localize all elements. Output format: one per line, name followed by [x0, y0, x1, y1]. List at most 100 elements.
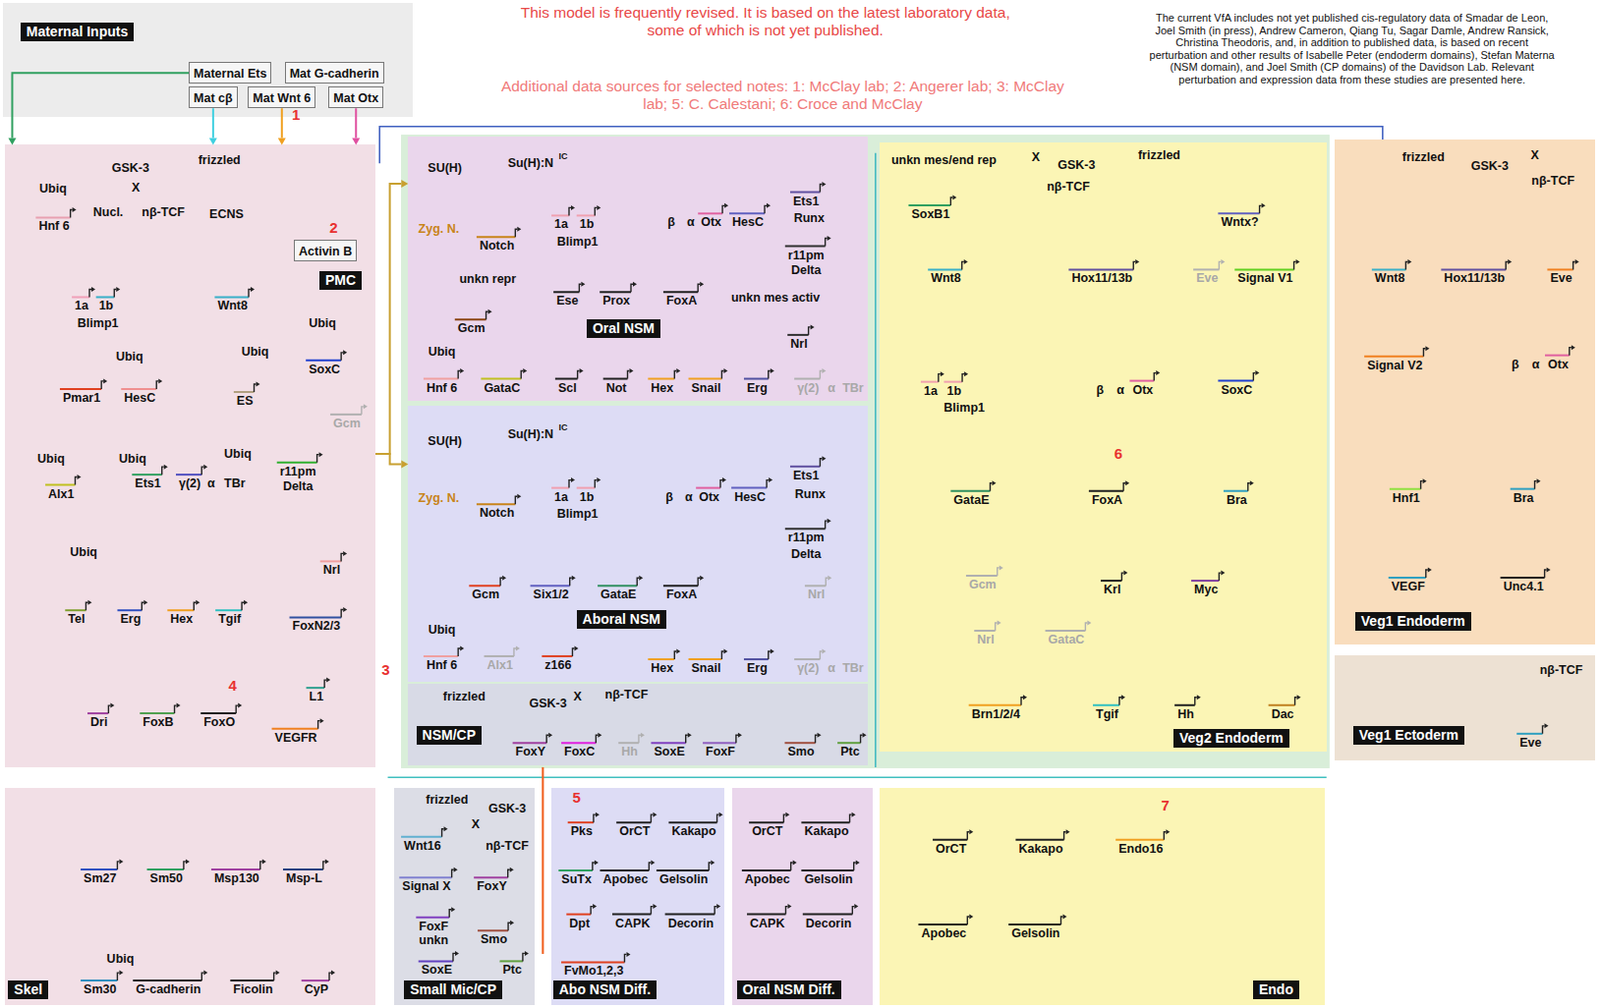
gene-label: Erg — [119, 612, 141, 627]
gene-symbol — [950, 197, 953, 206]
input-box: Activin B — [293, 239, 357, 262]
factor-label: TBr — [224, 476, 246, 491]
gene-symbol — [1163, 832, 1166, 841]
gene-symbol — [1135, 259, 1140, 265]
gene-label: Wnt8 — [217, 298, 248, 313]
gene-symbol — [1542, 726, 1545, 735]
gene-symbol — [592, 904, 597, 910]
gene-symbol — [576, 487, 596, 490]
gene-symbol — [593, 814, 596, 823]
gene-symbol — [522, 368, 527, 374]
arrow-head — [7, 137, 16, 145]
gene-symbol — [561, 961, 625, 964]
arrow-head — [209, 137, 218, 145]
factor-label: Blimp1 — [557, 234, 599, 249]
gene-symbol — [1015, 839, 1064, 842]
note-text: Additional data sources for selected not… — [486, 77, 1079, 114]
gene-symbol — [1428, 567, 1432, 572]
gene-symbol — [162, 466, 165, 475]
gene-symbol — [724, 203, 729, 209]
gene-label: Decorin — [805, 916, 853, 931]
gene-symbol — [852, 812, 857, 818]
gene-symbol — [856, 859, 860, 865]
gene-symbol — [116, 609, 142, 612]
gene-label: Unc4.1 — [1503, 579, 1544, 594]
gene-symbol — [1195, 697, 1198, 706]
gene-symbol — [597, 733, 602, 739]
gene-symbol — [594, 859, 599, 865]
gene-label: Apobec — [744, 872, 791, 887]
gene-label: Tel — [67, 612, 85, 627]
gene-symbol — [486, 311, 489, 320]
callout-number: 4 — [228, 678, 237, 694]
gene-symbol — [808, 327, 811, 336]
gene-symbol — [167, 609, 194, 612]
gene-symbol — [1234, 268, 1294, 271]
gene-symbol — [785, 527, 826, 530]
gene-symbol — [938, 374, 941, 383]
gene-symbol — [520, 371, 523, 380]
gene-symbol — [821, 181, 826, 187]
gene-symbol — [791, 862, 794, 871]
gene-label: FoxY — [515, 744, 547, 759]
factor-label: nβ-TCF — [485, 839, 529, 854]
gene-symbol — [451, 907, 456, 913]
gene-label: FoxF — [705, 744, 736, 759]
gene-symbol — [638, 575, 643, 581]
gene-label: Endo16 — [1118, 842, 1163, 857]
gene-symbol — [1389, 488, 1422, 491]
region-title: Veg2 Endoderm — [1173, 729, 1290, 748]
gene-symbol — [1250, 480, 1255, 486]
gene-label: Gelsolin — [1011, 926, 1060, 941]
gene-symbol — [784, 742, 815, 744]
gene-symbol — [815, 735, 818, 743]
signal-connector — [354, 108, 357, 138]
gene-label: Wntx? — [1220, 215, 1258, 229]
factor-label: TBr — [842, 381, 864, 396]
gene-symbol — [571, 648, 574, 657]
gene-symbol — [1123, 483, 1126, 492]
gene-symbol — [243, 600, 248, 606]
gene-symbol — [541, 655, 572, 658]
gene-symbol — [729, 212, 765, 215]
gene-label: 1b — [579, 490, 595, 505]
gene-label: Bra — [1513, 491, 1535, 506]
input-box: Mat cβ — [188, 86, 238, 109]
gene-label: Smo — [787, 744, 814, 759]
gene-symbol — [185, 858, 190, 864]
gene-label: 1b — [579, 217, 595, 231]
gene-symbol — [1516, 733, 1543, 736]
gene-symbol — [804, 584, 826, 587]
gene-symbol — [1115, 839, 1164, 842]
region-panel: Small Mic/CPfrizzledGSK-3Xnβ-TCFWnt16Sig… — [394, 788, 535, 1006]
gene-symbol — [1505, 261, 1508, 270]
gene-symbol — [674, 651, 677, 660]
gene-symbol — [967, 832, 970, 841]
gene-symbol — [459, 368, 464, 374]
input-box: Mat Otx — [328, 86, 384, 109]
input-name: Mat cβ — [193, 91, 233, 106]
factor-label: Ubiq — [308, 316, 337, 331]
factor-label: Nucl. — [93, 205, 124, 220]
gene-symbol — [827, 518, 832, 524]
gene-symbol — [790, 191, 820, 194]
gene-symbol — [632, 282, 637, 287]
gene-symbol — [1261, 203, 1266, 209]
gene-label: 1a — [554, 490, 569, 505]
gene-symbol — [1061, 916, 1064, 925]
gene-symbol — [688, 378, 723, 381]
gene-symbol — [1066, 829, 1071, 835]
gene-symbol — [551, 487, 570, 490]
gene-label: 1b — [99, 298, 115, 313]
gene-symbol — [324, 680, 327, 688]
gene-symbol — [989, 483, 992, 492]
gene-label: Nrl — [790, 337, 807, 351]
gene-symbol — [510, 920, 515, 926]
gene-label: HesC — [123, 391, 156, 405]
gene-symbol — [714, 907, 717, 915]
gene-symbol — [276, 971, 281, 976]
gene-symbol — [964, 371, 969, 377]
gene-symbol — [477, 929, 509, 932]
factor-label: Zyg. N. — [418, 491, 460, 506]
gene-symbol — [237, 703, 242, 709]
